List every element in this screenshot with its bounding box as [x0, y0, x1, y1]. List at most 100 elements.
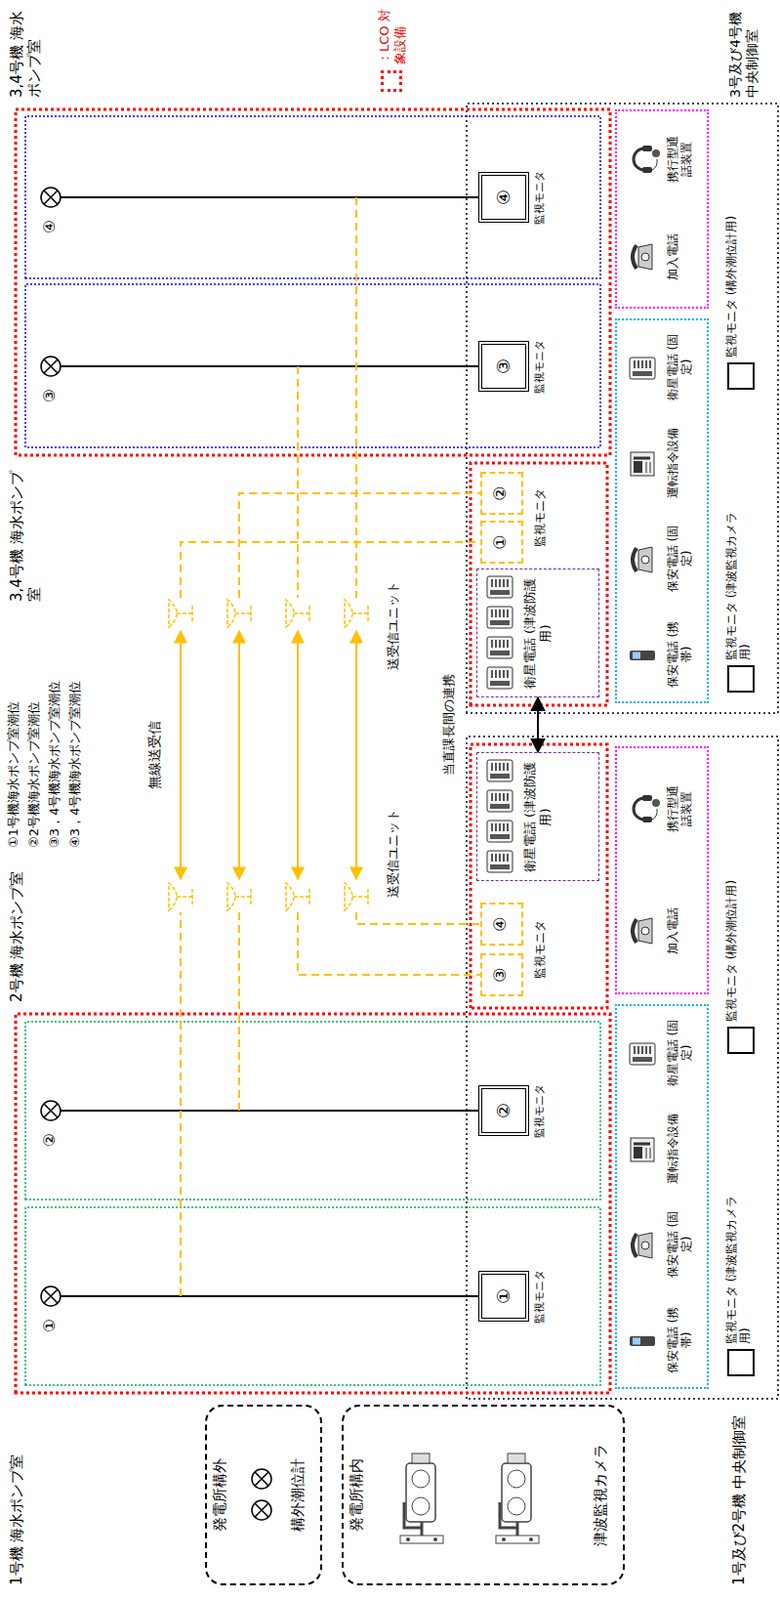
- node-text: 保安電話 (固定): [665, 1205, 695, 1282]
- camera-drawing: [400, 1452, 444, 1543]
- monitor-box: ①監視モニタ: [478, 1270, 530, 1321]
- tide-gauge-symbol: [251, 1499, 272, 1519]
- unit-group-outline: [25, 116, 601, 279]
- transceiver-unit: [168, 599, 369, 910]
- node-text: 衛星電話 (固定): [665, 1014, 695, 1091]
- node-text: 運転指令設備: [665, 1109, 680, 1187]
- camera-drawing: [400, 1452, 539, 1543]
- diagram-label: ③3，4号機海水ポンプ室潮位: [46, 613, 63, 848]
- transceiver-unit: [344, 599, 369, 627]
- lco-region: [15, 109, 611, 455]
- transceiver-unit: [168, 599, 193, 627]
- yellow-signal-wire: [355, 197, 358, 598]
- node-text: 保安電話 (携帯): [665, 615, 695, 693]
- tide-gauge-symbol: [41, 1285, 61, 1306]
- transceiver-unit: [286, 882, 310, 910]
- site-area-box: 発電所構内津波監視カメラ: [341, 1403, 625, 1585]
- signal-cable: [60, 197, 479, 1296]
- monitor-icon: [728, 1026, 754, 1053]
- unit-group-outline: [25, 1206, 601, 1385]
- transceiver-unit: [168, 882, 193, 910]
- node-text: ①: [490, 522, 510, 562]
- phone-icon: [487, 666, 513, 689]
- diagram-label: 監視モニタ: [533, 900, 547, 998]
- tide-gauge-symbol: [41, 187, 272, 1519]
- node-text: 携行型通話装置: [665, 782, 695, 834]
- node-text: 監視モニタ: [533, 1246, 546, 1345]
- node-text: 加入電話: [665, 904, 680, 956]
- phone-icon: [629, 357, 656, 379]
- monitor-box: ③: [480, 952, 524, 996]
- diagram-label: 1号機 海水ポンプ室: [7, 1403, 26, 1585]
- phone-icon: [629, 1042, 656, 1065]
- phone-icon: [629, 1335, 656, 1346]
- phone-icon: [632, 1231, 653, 1258]
- lco-region: [470, 743, 608, 1008]
- transceiver-unit: [344, 882, 369, 910]
- node-text: 衛星電話 (固定): [665, 328, 695, 406]
- diagram-label: 監視モニタ (津波監視カメラ用): [724, 503, 753, 660]
- connector-label: 当直課長間の連携: [441, 660, 457, 788]
- signal-cable: [60, 1294, 479, 1297]
- signal-cable: [60, 1108, 479, 1111]
- diagram-label: ④3，4号機海水ポンプ室潮位: [67, 613, 83, 848]
- node-text: ③: [492, 344, 515, 388]
- lco-region: [15, 109, 611, 1393]
- phone-icon: [632, 917, 653, 944]
- monitor-box: ②監視モニタ: [478, 1084, 530, 1136]
- signal-cable: [60, 365, 479, 368]
- node-text: ②: [492, 1088, 515, 1132]
- phone-group-box: 加入電話携行型通話装置: [615, 109, 709, 309]
- phone-icon: [630, 451, 655, 476]
- phone-icon: [630, 1137, 655, 1161]
- monitor-box: ③監視モニタ: [478, 340, 530, 392]
- lco-region: [470, 462, 608, 705]
- node-text: 発電所構外: [210, 1405, 229, 1583]
- unit-group-outline: [25, 116, 601, 1385]
- tide-gauge-symbol: [41, 1100, 61, 1120]
- lco-region: [15, 1013, 611, 1393]
- yellow-signal-wire: [239, 492, 481, 598]
- phone-icon: [633, 145, 660, 173]
- yellow-signal-wire: [180, 197, 481, 1296]
- satellite-phone-box: 衛星電話 (津波防護用): [476, 568, 600, 698]
- phone-icon: [487, 759, 513, 781]
- node-text: 構外潮位計: [288, 1405, 307, 1583]
- phone-icon: [633, 794, 660, 822]
- diagram-label: 無線送受信: [146, 696, 164, 814]
- diagram-label: 監視モニタ (津波監視カメラ用): [724, 1187, 753, 1344]
- wireless-link: [355, 630, 358, 879]
- control-room-outline: [466, 103, 779, 1398]
- signal-cable: [60, 196, 479, 199]
- node-text: 加入電話: [665, 231, 680, 283]
- monitor-box: ④監視モニタ: [478, 171, 530, 223]
- node-text: 監視モニタ: [533, 1061, 546, 1159]
- node-text: ④: [490, 903, 510, 944]
- phone-group-box: 加入電話 携行型通話装置: [615, 745, 709, 994]
- phone-icon: [632, 546, 653, 573]
- yellow-signal-wire: [296, 366, 299, 598]
- diagram-label: ④: [40, 214, 59, 239]
- yellow-signal-wire: [238, 911, 241, 1110]
- unit-group-outline: [25, 1021, 601, 1199]
- node-text: 監視モニタ: [533, 317, 546, 415]
- diagram-label: 2号機 海水ポンプ室: [7, 864, 26, 1002]
- tide-gauge-symbol: [41, 356, 61, 376]
- camera-drawing: [495, 1452, 539, 1543]
- diagram-label: 3,4号機 海水ポンプ室: [7, 3, 43, 98]
- phone-icon: [629, 650, 656, 660]
- node-text: 衛星電話 (津波防護用): [522, 572, 553, 695]
- diagram-label: ③: [40, 383, 59, 408]
- node-text: ②: [490, 473, 510, 513]
- transceiver-unit: [286, 599, 310, 627]
- unit-group-outline: [25, 284, 601, 448]
- legend-text: ：LCO 対象設備: [376, 3, 408, 65]
- node-text: 保安電話 (携帯): [665, 1301, 695, 1378]
- node-text: 津波監視カメラ: [591, 1405, 610, 1583]
- node-text: 保安電話 (固定): [665, 520, 695, 597]
- wireless-link: [296, 630, 299, 879]
- diagram-label: ①: [40, 1313, 59, 1337]
